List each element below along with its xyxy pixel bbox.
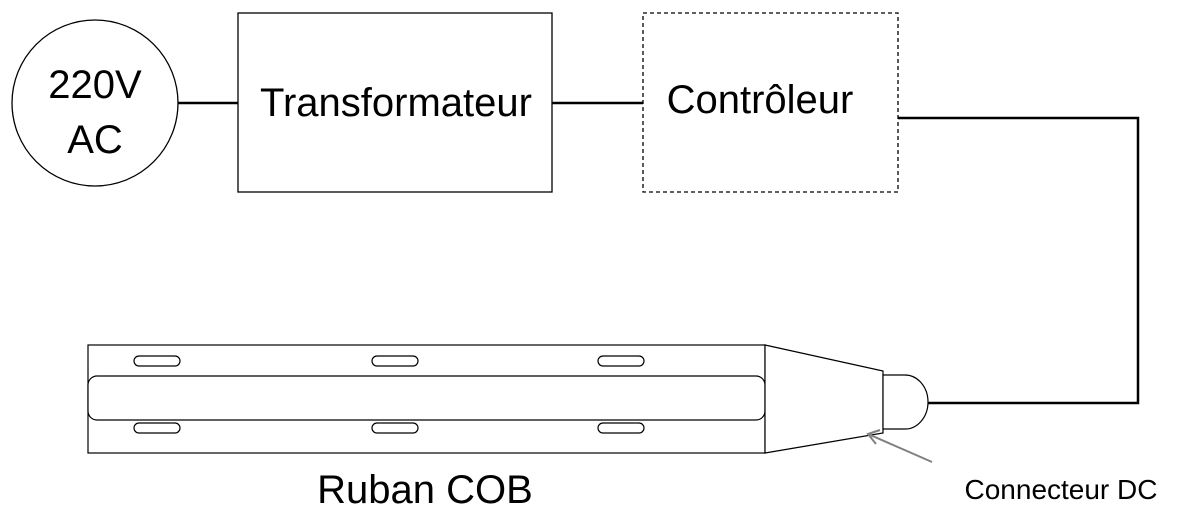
strip-label: Ruban COB xyxy=(317,468,533,508)
transformer-block: Transformateur xyxy=(237,12,553,193)
controller-label: Contrôleur xyxy=(667,78,854,122)
dc-connector-plug xyxy=(882,374,929,430)
controller-block: Contrôleur xyxy=(642,12,899,193)
transformer-label: Transformateur xyxy=(260,81,532,125)
strip-tapered-end xyxy=(764,344,884,454)
mounting-slot xyxy=(133,422,181,434)
mounting-slot xyxy=(133,355,181,367)
mounting-slot xyxy=(371,355,419,367)
transformer-box xyxy=(237,12,553,193)
mounting-slot xyxy=(597,422,645,434)
connector-callout: Connecteur DC xyxy=(866,429,1158,505)
callout-arrow-line xyxy=(867,433,933,463)
strip-led-channel xyxy=(87,375,766,421)
wire-controller-connector xyxy=(898,116,1140,405)
cob-strip: Ruban COB xyxy=(87,344,929,508)
power-source-voltage: 220V xyxy=(48,63,142,107)
mounting-slot xyxy=(597,355,645,367)
power-source-type: AC xyxy=(67,118,123,162)
controller-box xyxy=(642,12,899,193)
arrowhead-icon xyxy=(866,429,881,445)
power-source: 220V AC xyxy=(11,19,179,187)
mounting-slot xyxy=(371,422,419,434)
connector-label: Connecteur DC xyxy=(965,474,1158,505)
